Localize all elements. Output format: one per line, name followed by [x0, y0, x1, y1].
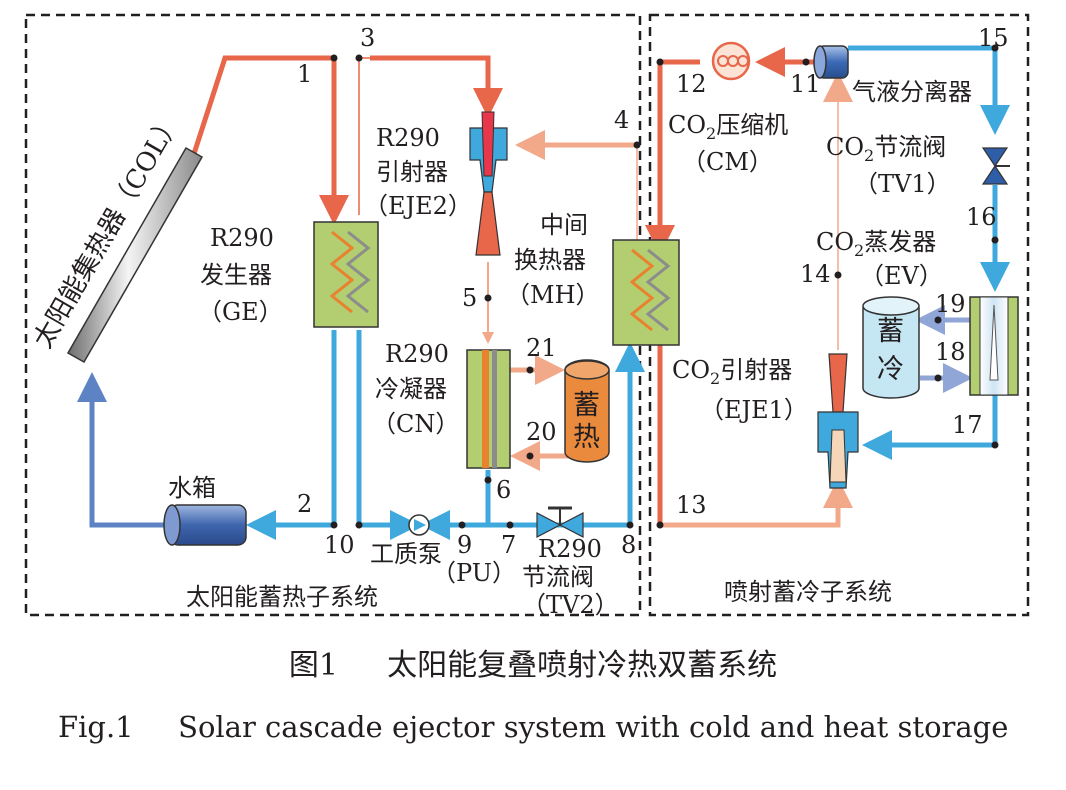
label-pump-2: （PU）	[432, 559, 516, 587]
node-label-10: 10	[324, 531, 355, 559]
label-ge-2: 发生器	[200, 261, 272, 289]
node-label-3: 3	[360, 24, 375, 52]
node-label-14: 14	[800, 260, 831, 288]
ejector-eje2	[469, 111, 508, 256]
compressor-cm	[711, 41, 751, 81]
label-mh-3: （MH）	[506, 281, 600, 309]
node-label-9: 9	[457, 531, 472, 559]
generator-ge	[313, 221, 379, 328]
node-label-16: 16	[966, 203, 997, 231]
node-dots	[330, 44, 999, 529]
node-label-20: 20	[526, 418, 557, 446]
label-heatstore-2: 热	[573, 422, 600, 453]
label-cn-3: （CN）	[372, 410, 459, 438]
node-label-7: 7	[501, 531, 516, 559]
label-eje1-abbr: （EJE1）	[700, 396, 808, 424]
label-coldstore-1: 蓄	[877, 316, 904, 347]
gen-exit-thick	[370, 55, 503, 118]
node-label-12: 12	[676, 70, 707, 98]
label-ev-abbr: （EV）	[860, 262, 943, 290]
label-tv1: CO2节流阀	[826, 133, 946, 165]
label-tv2-2: 节流阀	[522, 563, 594, 591]
pump-pu	[408, 514, 430, 536]
node-label-11: 11	[790, 70, 821, 98]
caption-en-number: Fig.1	[58, 710, 134, 744]
solar-collector	[66, 146, 204, 364]
node-label-21: 21	[526, 334, 557, 362]
label-tv2-1: R290	[538, 535, 602, 563]
label-eje2-3: （EJE2）	[364, 192, 472, 220]
valve-tv2	[536, 506, 584, 538]
node-label-1: 1	[297, 60, 312, 88]
node-label-13: 13	[676, 491, 707, 519]
water-tank	[163, 504, 247, 546]
label-tv2-3: （TV2）	[522, 591, 619, 619]
label-pump-1: 工质泵	[370, 540, 442, 568]
label-eje2-2: 引射器	[376, 158, 448, 186]
label-heatstore-1: 蓄	[573, 390, 600, 421]
heat-storage-tank	[564, 359, 610, 463]
node-label-19: 19	[935, 290, 966, 318]
ejector-eje1	[817, 353, 859, 489]
cold-storage-tank	[862, 296, 920, 399]
label-cm: CO2压缩机	[668, 111, 788, 143]
label-mh-2: 换热器	[514, 246, 586, 274]
valve-tv1	[981, 147, 1010, 185]
label-water-tank: 水箱	[168, 474, 216, 502]
label-eje2-1: R290	[376, 124, 440, 152]
caption-cn-number: 图1	[288, 648, 338, 683]
label-separator: 气液分离器	[852, 78, 972, 106]
label-ge-3: （GE）	[198, 298, 283, 326]
label-eje1: CO2引射器	[672, 356, 792, 388]
node-label-8: 8	[621, 531, 636, 559]
figure-caption-cn: 图1 太阳能复叠喷射冷热双蓄系统	[0, 640, 1066, 684]
label-right-subsystem: 喷射蓄冷子系统	[724, 578, 892, 606]
caption-en-text: Solar cascade ejector system with cold a…	[178, 710, 1009, 744]
node-label-15: 15	[978, 24, 1009, 52]
label-tv1-abbr: （TV1）	[854, 170, 951, 198]
intermediate-exchanger-mh	[612, 239, 680, 346]
figure-caption-en: Fig.1 Solar cascade ejector system with …	[58, 710, 1058, 744]
solar-loop-pipes	[77, 55, 349, 540]
label-coldstore-2: 冷	[877, 354, 904, 385]
evaporator-ev	[969, 296, 1019, 396]
node-label-4: 4	[614, 106, 629, 134]
node-label-2: 2	[297, 490, 312, 518]
label-left-subsystem: 太阳能蓄热子系统	[186, 583, 378, 611]
label-cm-abbr: （CM）	[682, 148, 773, 176]
node-label-18: 18	[935, 338, 966, 366]
node-label-17: 17	[952, 411, 983, 439]
left-subsystem-box	[24, 13, 642, 617]
node-label-6: 6	[496, 476, 511, 504]
label-cn-2: 冷凝器	[375, 375, 447, 403]
label-ge-1: R290	[210, 224, 274, 252]
label-ev: CO2蒸发器	[816, 228, 936, 260]
label-mh-1: 中间	[540, 211, 588, 239]
label-cn-1: R290	[385, 340, 449, 368]
caption-cn-text: 太阳能复叠喷射冷热双蓄系统	[387, 648, 778, 683]
condenser-cn	[466, 349, 511, 469]
node-labels: 1 2 3 4 5 6 7 8 9 10 11 12 13 14 15 16 1…	[297, 24, 1009, 559]
node-label-5: 5	[462, 284, 477, 312]
gas-liquid-separator	[813, 45, 849, 79]
